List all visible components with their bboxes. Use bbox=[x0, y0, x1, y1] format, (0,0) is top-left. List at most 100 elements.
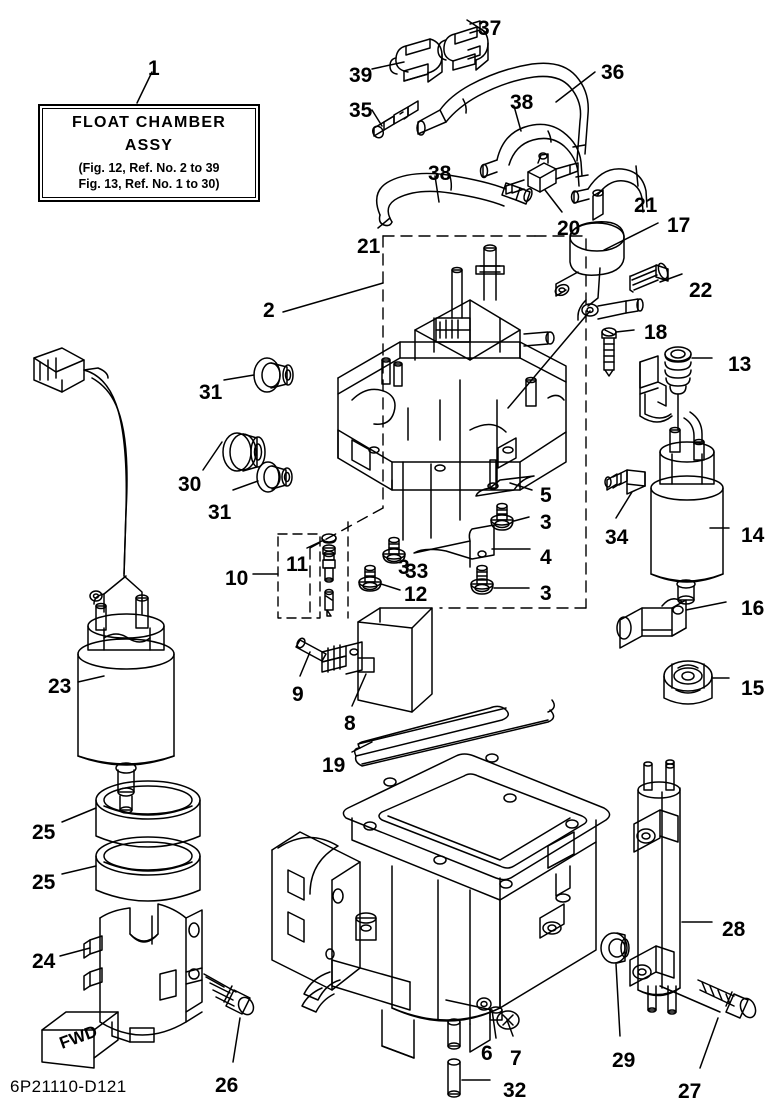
callout-number-37: 37 bbox=[478, 17, 502, 40]
callout-number-9: 9 bbox=[292, 683, 304, 706]
callout-number-18: 18 bbox=[644, 321, 668, 344]
leader-31-upper bbox=[223, 374, 255, 381]
part-29-washer bbox=[600, 932, 630, 964]
callout-number-21: 21 bbox=[357, 235, 381, 258]
leader-20 bbox=[544, 189, 563, 213]
part-24-bracket bbox=[83, 903, 203, 1043]
leader-31-lower bbox=[232, 480, 259, 491]
callout-number-16: 16 bbox=[741, 597, 765, 620]
callout-number-2: 2 bbox=[263, 299, 275, 322]
leader-38-left bbox=[434, 175, 440, 203]
leader-6 bbox=[445, 999, 497, 1039]
part-34-clip bbox=[604, 469, 646, 495]
title-line-1: FLOAT CHAMBER bbox=[72, 113, 226, 131]
part-3-bolt-lower bbox=[470, 564, 494, 595]
part-38-hose-right bbox=[479, 123, 583, 187]
part-6-float-chamber-body bbox=[271, 753, 611, 1059]
callout-number-31: 31 bbox=[199, 381, 223, 404]
callout-number-3: 3 bbox=[398, 556, 410, 579]
callout-number-8: 8 bbox=[344, 712, 356, 735]
callout-number-12: 12 bbox=[404, 583, 428, 606]
callout-number-7: 7 bbox=[510, 1047, 522, 1070]
callout-number-36: 36 bbox=[601, 61, 625, 84]
callout-number-35: 35 bbox=[349, 99, 373, 122]
part-39-clip bbox=[389, 38, 443, 83]
callout-number-3: 3 bbox=[540, 511, 552, 534]
callout-number-27: 27 bbox=[678, 1080, 702, 1103]
part-18-bolt bbox=[601, 327, 617, 377]
callout-number-11: 11 bbox=[286, 553, 309, 576]
callout-number-31: 31 bbox=[208, 501, 232, 524]
part-23-fuel-pump bbox=[33, 347, 175, 814]
leader-17b bbox=[507, 310, 591, 409]
callout-number-17: 17 bbox=[667, 214, 691, 237]
part-3-bolt-upper bbox=[490, 502, 514, 531]
callout-number-25: 25 bbox=[32, 871, 56, 894]
part-12-bolt bbox=[358, 564, 382, 592]
leader-25-upper bbox=[61, 807, 97, 823]
leader-36 bbox=[555, 71, 596, 103]
part-36-hose bbox=[416, 62, 589, 178]
leader-18 bbox=[615, 329, 635, 333]
fwd-arrow-marker bbox=[41, 1011, 119, 1069]
callout-number-38: 38 bbox=[510, 91, 534, 114]
leader-23 bbox=[77, 675, 105, 683]
part-4-bracket bbox=[413, 524, 495, 568]
title-line-4: Fig. 13, Ref. No. 1 to 30) bbox=[78, 176, 220, 191]
callout-number-25: 25 bbox=[32, 821, 56, 844]
float-chamber-upper-body bbox=[337, 244, 567, 491]
title-block: FLOAT CHAMBER ASSY (Fig. 12, Ref. No. 2 … bbox=[38, 104, 260, 202]
part-30-grommet bbox=[222, 432, 266, 472]
part-25-ring-lower bbox=[95, 836, 201, 902]
part-28-cylinder bbox=[629, 759, 681, 1015]
callout-number-23: 23 bbox=[48, 675, 72, 698]
callout-number-13: 13 bbox=[728, 353, 752, 376]
part-37-clip bbox=[437, 20, 489, 71]
callout-number-3: 3 bbox=[540, 582, 552, 605]
callout-number-26: 26 bbox=[215, 1074, 239, 1097]
callout-number-33: 33 bbox=[405, 560, 429, 583]
part-31-grommet-lower bbox=[256, 461, 293, 493]
part-20-fitting bbox=[505, 152, 579, 195]
chamber-lower-rods bbox=[402, 379, 498, 541]
callout-number-38: 38 bbox=[428, 162, 452, 185]
callout-number-10: 10 bbox=[225, 567, 249, 590]
part-17-regulator bbox=[554, 189, 644, 321]
part-13-grommet bbox=[664, 346, 692, 395]
part-8-solenoid bbox=[321, 607, 433, 713]
leader-16 bbox=[685, 601, 727, 611]
leader-12 bbox=[380, 583, 401, 591]
leader-30 bbox=[202, 441, 223, 471]
callout-number-39: 39 bbox=[349, 64, 373, 87]
part-35-fitting bbox=[371, 100, 419, 139]
callout-number-32: 32 bbox=[503, 1079, 527, 1102]
leader-29 bbox=[615, 963, 621, 1037]
leader-11 bbox=[306, 539, 325, 549]
part-7-screw bbox=[476, 997, 520, 1030]
part-9-pin bbox=[295, 637, 327, 662]
part-25-ring-upper bbox=[95, 780, 201, 848]
callout-number-34: 34 bbox=[605, 526, 629, 549]
leader-21-right bbox=[635, 165, 639, 187]
leader-9 bbox=[299, 651, 311, 677]
callout-number-1: 1 bbox=[148, 57, 160, 80]
callout-number-21: 21 bbox=[634, 194, 658, 217]
part-21-hose-left bbox=[375, 172, 533, 227]
part-15-filter bbox=[663, 660, 713, 705]
part-26-bolt bbox=[203, 973, 255, 1016]
callout-number-28: 28 bbox=[722, 918, 746, 941]
part-16-bracket bbox=[616, 598, 687, 649]
leader-2 bbox=[282, 282, 384, 313]
leader-5 bbox=[509, 482, 533, 491]
part-19-gasket bbox=[353, 699, 555, 767]
dashed-boundary-10 bbox=[277, 533, 321, 619]
callout-number-29: 29 bbox=[612, 1049, 636, 1072]
leader-3-upper bbox=[513, 516, 530, 522]
title-line-3: (Fig. 12, Ref. No. 2 to 39 bbox=[78, 160, 220, 175]
callout-number-19: 19 bbox=[322, 754, 346, 777]
drawing-number: 6P21110-D121 bbox=[10, 1077, 127, 1096]
leader-35 bbox=[371, 109, 383, 127]
part-14-fuel-pump bbox=[639, 355, 724, 605]
callout-number-30: 30 bbox=[178, 473, 202, 496]
